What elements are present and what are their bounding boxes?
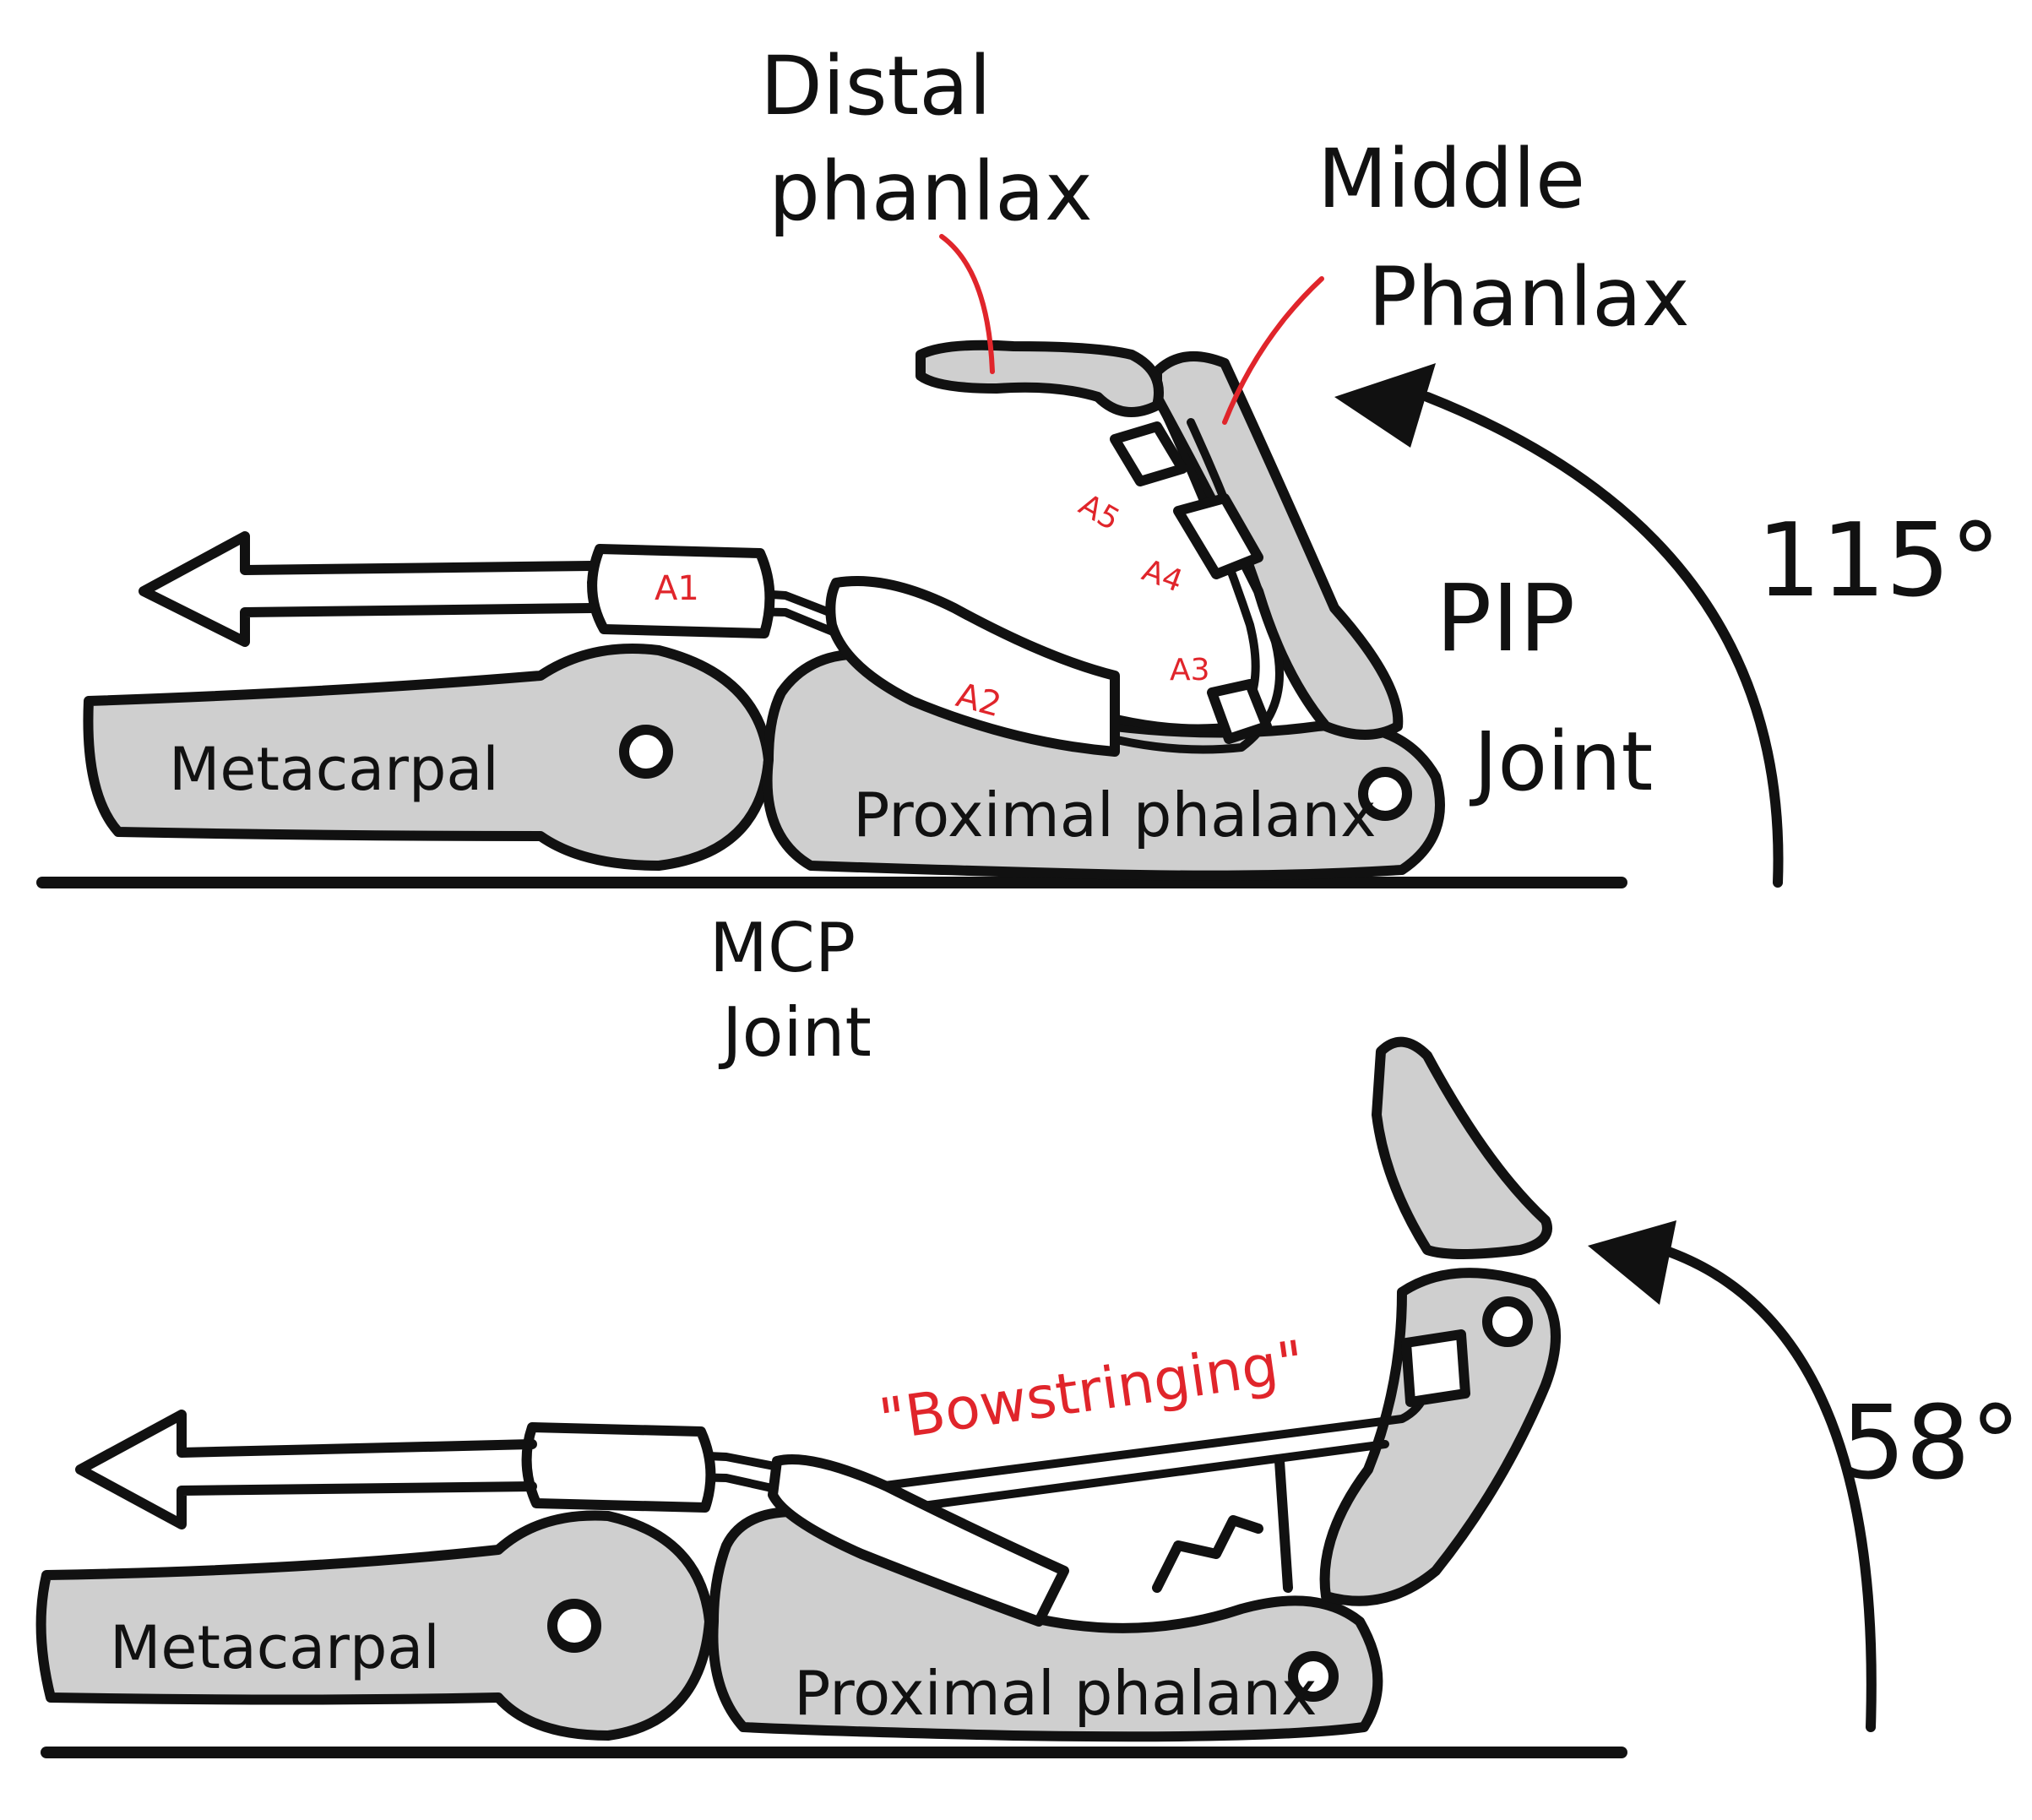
bottom-ruptured-pulley-stub [1152,1456,1293,1593]
bottom-distal-phalanx-bone [1372,1036,1552,1259]
bottom-pulley-a1[interactable] [521,1422,716,1513]
top-pulley-a4[interactable] [1173,493,1263,579]
distal-phalanx-leader [939,234,995,374]
bottom-flexion-arrowhead [1588,1220,1676,1305]
top-pulley-a5[interactable] [1110,421,1187,486]
top-mcp-joint-hole [619,725,673,779]
distal-phalanx-label-line1: Distal [760,39,992,133]
top-finger [36,234,1784,888]
bottom-middle-phalanx-bone [1319,1268,1561,1606]
middle-phalanx-leader [1222,276,1324,425]
bottom-metacarpal-bone [35,1510,714,1741]
middle-phalanx-label-line2: Phanlax [1368,250,1690,345]
bottom-dip-joint-hole [1482,1296,1533,1347]
bottom-finger [35,1036,1877,1758]
top-distal-phalanx-bone [915,340,1164,417]
mcp-joint-label-line1: MCP [709,909,856,987]
bottom-pull-arrow [75,1410,537,1529]
pip-joint-label-line2: Joint [1470,714,1653,809]
pulley-a1-label: A1 [655,569,699,608]
pulley-a5-label: A5 [1073,487,1126,537]
pip-joint-label-line1: PIP [1436,564,1575,672]
bottom-flexion-arc [1659,1245,1877,1732]
pulley-a4-label: A4 [1138,553,1187,600]
top-flexion-arrowhead [1334,363,1436,448]
top-pulley-a2[interactable] [825,576,1120,757]
pulley-a3-label: A3 [1170,653,1210,687]
top-proximal-phalanx-label: Proximal phalanx [853,780,1377,850]
bottom-proximal-phalanx-label: Proximal phalanx [794,1658,1318,1729]
mcp-joint-label-line2: Joint [718,993,872,1072]
top-pull-arrow [139,531,596,647]
middle-phalanx-label-line1: Middle [1318,132,1585,226]
bottom-metacarpal-label: Metacarpal [110,1613,440,1682]
bottom-pip-joint-hole [1288,1651,1339,1702]
distal-phalanx-label-line2: phanlax [769,144,1093,239]
bottom-pulley-distal[interactable] [1401,1329,1470,1407]
top-metacarpal-bone [83,644,774,871]
bottom-mcp-joint-hole [547,1599,601,1653]
top-angle-label: 115° [1757,503,2001,620]
top-flexion-arc [1422,392,1784,888]
bottom-angle-label: 58° [1841,1385,2021,1502]
top-pulley-a3[interactable] [1207,679,1272,744]
top-metacarpal-label: Metacarpal [169,735,499,804]
top-pip-joint-hole [1358,767,1412,821]
top-pulley-a1[interactable] [587,544,775,638]
bottom-pulley-a2[interactable] [768,1454,1069,1627]
